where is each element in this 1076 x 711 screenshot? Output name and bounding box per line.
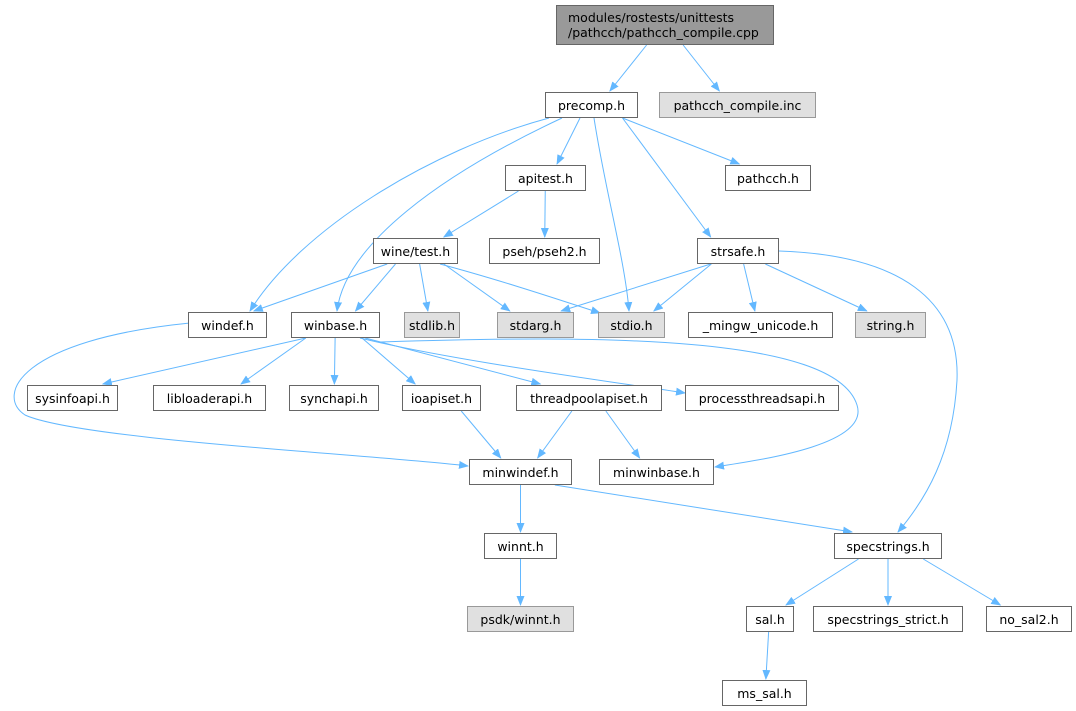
edge-precomp-to-winbase [334, 117, 563, 312]
node-label: sal.h [755, 611, 785, 627]
node-label: ms_sal.h [737, 685, 792, 701]
node-label: pseh/pseh2.h [502, 243, 587, 259]
edge-precomp-to-strsafe [622, 117, 712, 238]
node-stdarg[interactable]: stdarg.h [497, 312, 574, 338]
node-pathcch-compile-inc[interactable]: pathcch_compile.inc [659, 92, 816, 118]
edge-precomp-to-apitest [556, 117, 581, 165]
edge-specstrings-to-sal [785, 558, 859, 606]
edge-sal-to-ms_sal [762, 631, 771, 680]
node-threadpoolapiset[interactable]: threadpoolapiset.h [516, 385, 662, 411]
edge-threadpoolapiset-to-minwindef [537, 410, 573, 459]
edge-wine_test-to-stdio [439, 263, 601, 315]
edge-threadpoolapiset-to-minwinbase [605, 410, 641, 459]
edge-winbase-to-synchapi [330, 337, 339, 385]
node-specstrings-strict[interactable]: specstrings_strict.h [813, 606, 963, 632]
edge-strsafe-to-stdio [653, 263, 712, 312]
node-label: ioapiset.h [410, 390, 473, 406]
edge-wine_test-to-winbase [354, 263, 396, 312]
edge-apitest-to-pseh2 [540, 190, 549, 238]
node-label: specstrings.h [846, 538, 930, 554]
node-processthreadsapi[interactable]: processthreadsapi.h [685, 385, 839, 411]
node-minwinbase[interactable]: minwinbase.h [599, 459, 714, 485]
edge-wine_test-to-stdlib [419, 263, 431, 312]
edge-winbase-to-minwinbase [379, 338, 859, 470]
node-ms-sal[interactable]: ms_sal.h [722, 680, 807, 706]
node-label: stdio.h [610, 317, 653, 333]
node-wine-test[interactable]: wine/test.h [373, 238, 458, 264]
node-sysinfoapi[interactable]: sysinfoapi.h [27, 385, 118, 411]
edge-winbase-to-ioapiset [361, 337, 416, 385]
node-label: processthreadsapi.h [698, 390, 826, 406]
edge-precomp-to-stdio [593, 117, 633, 312]
node-label: windef.h [201, 317, 254, 333]
node-strsafe[interactable]: strsafe.h [697, 238, 779, 264]
node-synchapi[interactable]: synchapi.h [289, 385, 379, 411]
node-label: specstrings_strict.h [827, 611, 949, 627]
node-label: synchapi.h [300, 390, 368, 406]
node-label: precomp.h [557, 97, 626, 113]
node-apitest[interactable]: apitest.h [505, 165, 586, 191]
node-label: apitest.h [518, 170, 573, 186]
node-label-line: /pathcch/pathcch_compile.cpp [568, 25, 759, 40]
edge-apitest-to-wine_test [442, 190, 519, 238]
node-label: strsafe.h [710, 243, 766, 259]
edge-strsafe-to-specstrings [778, 250, 958, 533]
node-pathcch[interactable]: pathcch.h [725, 165, 811, 191]
node-pseh2[interactable]: pseh/pseh2.h [489, 238, 600, 264]
edge-root-to-pathcch_compile_inc [682, 44, 720, 92]
node-label: pathcch_compile.inc [673, 97, 802, 113]
edge-precomp-to-pathcch [622, 117, 741, 165]
node-no-sal2[interactable]: no_sal2.h [986, 606, 1072, 632]
node-label: _mingw_unicode.h [702, 317, 819, 333]
node-label: winnt.h [497, 538, 544, 554]
node-label: winbase.h [303, 317, 368, 333]
edge-strsafe-to-stdarg [560, 263, 711, 313]
node-label: pathcch.h [737, 170, 799, 186]
node-specstrings[interactable]: specstrings.h [834, 533, 942, 559]
node-label: libloaderapi.h [166, 390, 253, 406]
node-winbase[interactable]: winbase.h [291, 312, 380, 338]
node-windef[interactable]: windef.h [188, 312, 267, 338]
node-minwindef[interactable]: minwindef.h [469, 459, 572, 485]
node-mingw-unicode[interactable]: _mingw_unicode.h [688, 312, 833, 338]
node-sal[interactable]: sal.h [746, 606, 794, 632]
edge-specstrings-to-no_sal2 [922, 558, 1002, 606]
node-winnt[interactable]: winnt.h [484, 533, 557, 559]
node-label: sysinfoapi.h [35, 390, 110, 406]
edge-minwindef-to-specstrings [554, 484, 853, 535]
node-label: stdarg.h [509, 317, 562, 333]
node-ioapiset[interactable]: ioapiset.h [402, 385, 481, 411]
node-root[interactable]: modules/rostests/unittests/pathcch/pathc… [556, 5, 774, 45]
edge-strsafe-to-string [765, 263, 868, 312]
node-precomp[interactable]: precomp.h [545, 92, 638, 118]
node-psdk-winnt[interactable]: psdk/winnt.h [467, 606, 574, 632]
edge-winbase-to-sysinfoapi [101, 337, 306, 386]
node-label: minwinbase.h [613, 464, 700, 480]
node-stdio[interactable]: stdio.h [598, 312, 665, 338]
node-label: stdlib.h [408, 317, 456, 333]
node-label: psdk/winnt.h [480, 611, 561, 627]
edge-wine_test-to-windef [252, 263, 388, 312]
node-label: wine/test.h [380, 243, 451, 259]
node-label: string.h [866, 317, 915, 333]
node-label: minwindef.h [482, 464, 559, 480]
node-string[interactable]: string.h [855, 312, 926, 338]
edge-winbase-to-libloaderapi [240, 337, 307, 385]
edge-windef-to-minwindef [13, 322, 469, 469]
edge-precomp-to-windef [249, 117, 550, 312]
node-label: no_sal2.h [999, 611, 1059, 627]
edge-ioapiset-to-minwindef [460, 410, 502, 459]
node-label-line: modules/rostests/unittests [568, 10, 735, 25]
edge-wine_test-to-stdarg [443, 263, 511, 312]
node-label: threadpoolapiset.h [530, 390, 648, 406]
node-libloaderapi[interactable]: libloaderapi.h [153, 385, 266, 411]
edge-strsafe-to-mingw_unicode [743, 263, 757, 312]
node-stdlib[interactable]: stdlib.h [404, 312, 460, 338]
edge-root-to-precomp [609, 44, 648, 92]
